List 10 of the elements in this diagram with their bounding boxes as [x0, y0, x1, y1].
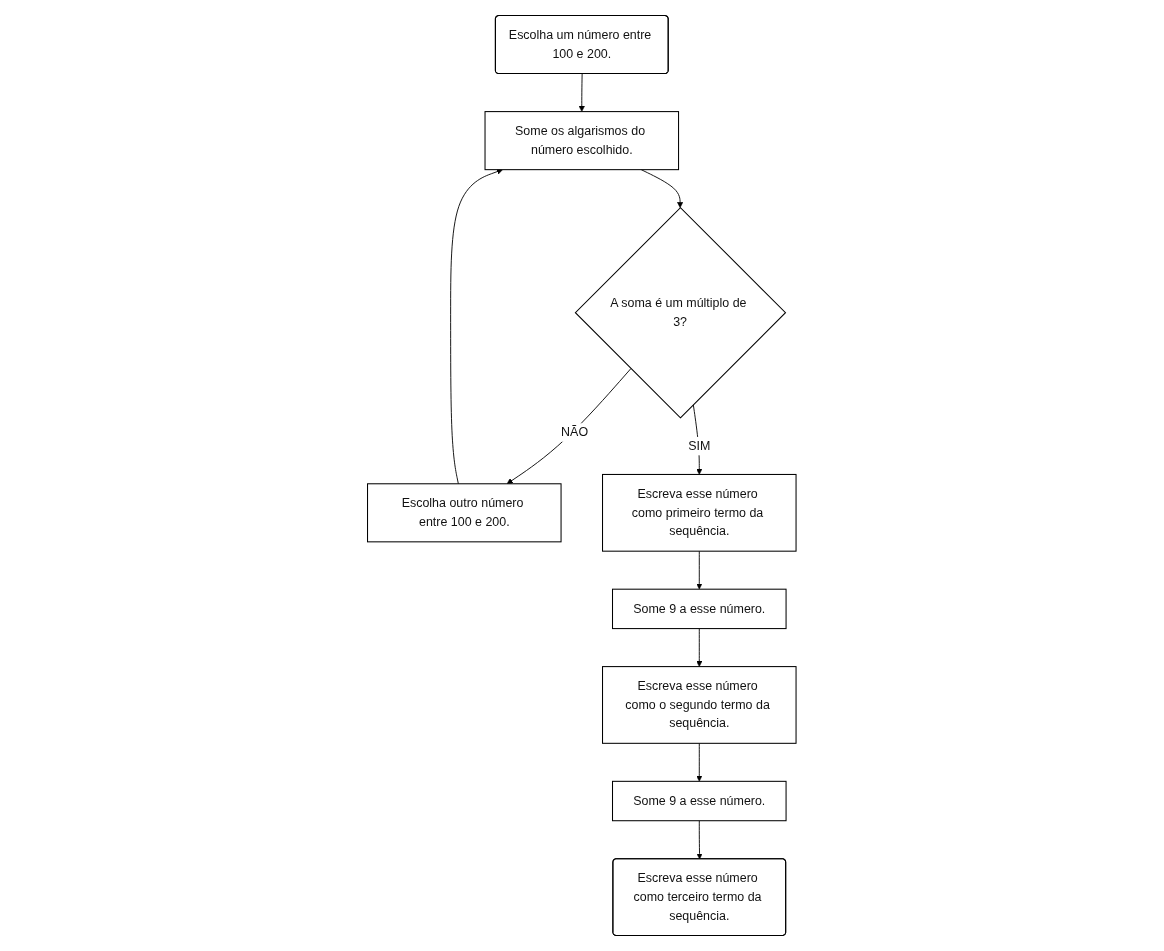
node-box: [612, 780, 787, 822]
edge-label: NÃO: [561, 425, 589, 440]
edge-label: SIM: [688, 438, 711, 453]
node-box: [602, 473, 797, 552]
node-box: [367, 483, 562, 543]
node-box: [484, 111, 680, 171]
node-diamond: [574, 206, 787, 419]
node-box: [612, 588, 787, 630]
node-box: [602, 666, 797, 744]
flowchart-diagram: NÃO SIM Escolha um número entre 100 e 200. Some os algarismos do número escolhido. Escolha outro número entre 100 e 200. A soma é um múltiplo de 3? Escreva esse número como primeiro termo da sequência. Some 9 a esse número. Escreva esse número como o segundo termo da sequência. Some 9 a esse número. Escreva esse número como terceiro termo da sequência.: [362, 10, 802, 941]
